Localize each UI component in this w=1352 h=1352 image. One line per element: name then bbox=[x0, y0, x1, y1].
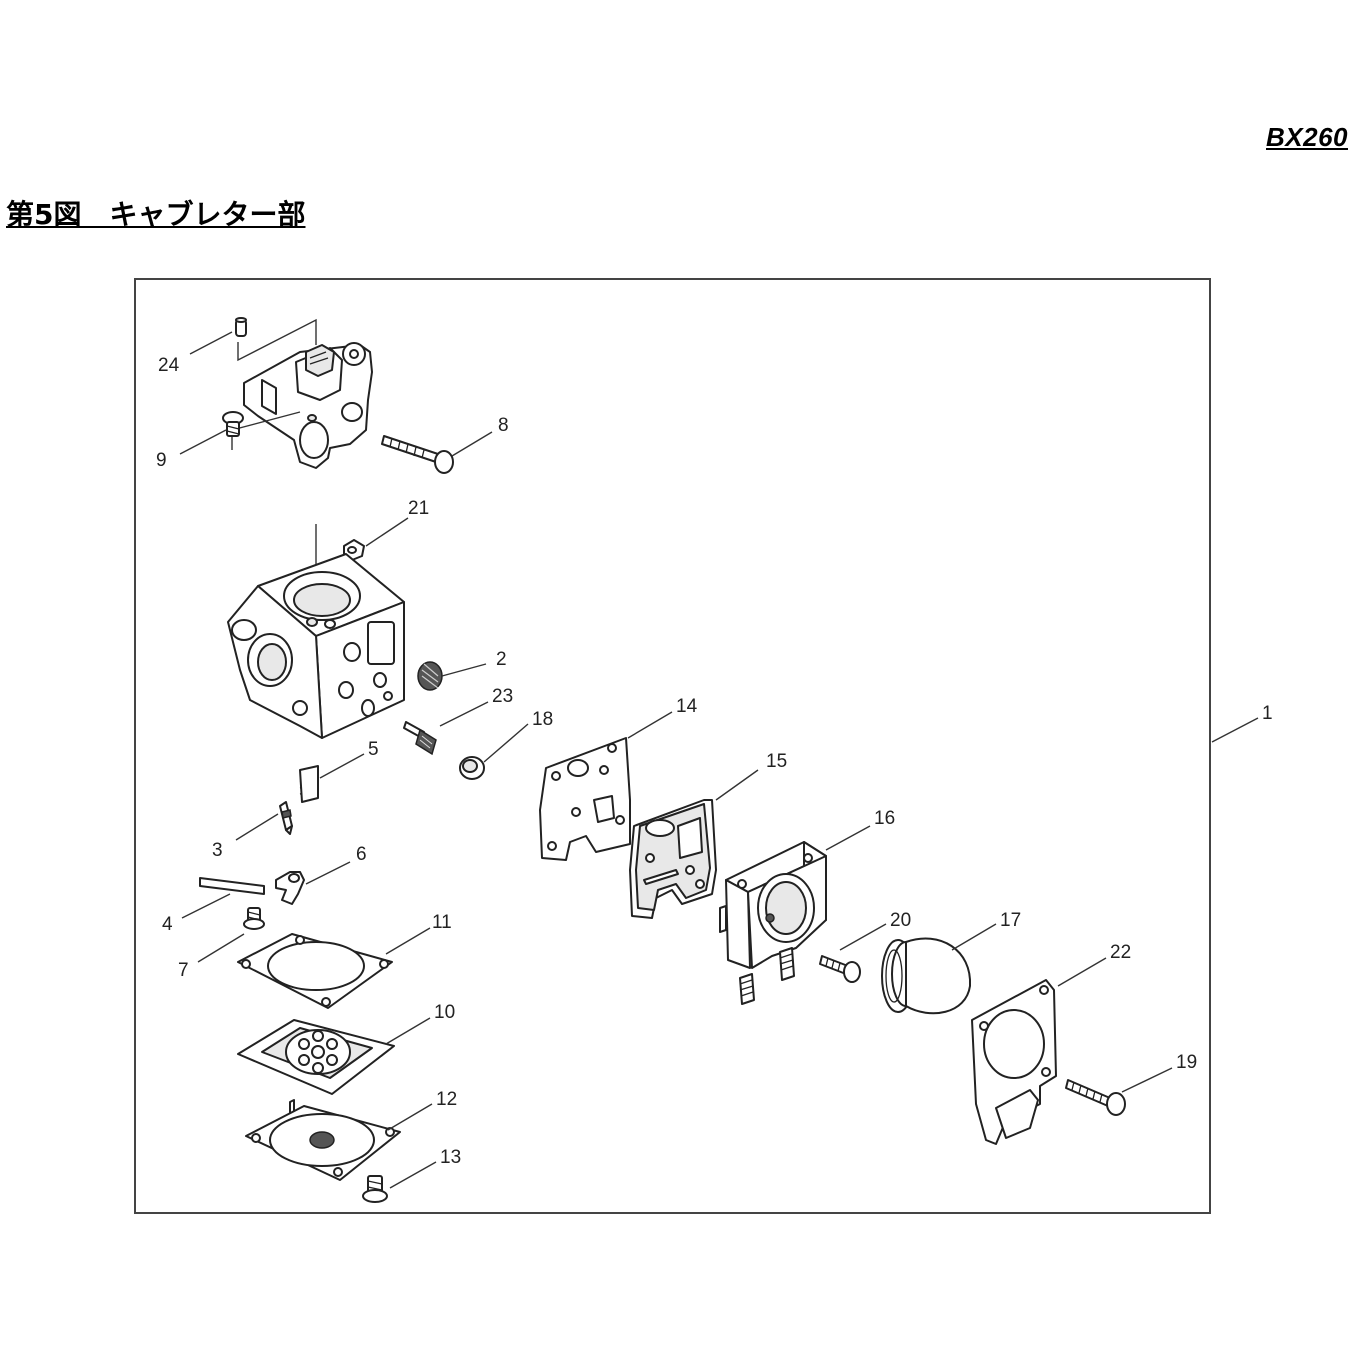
callout-20: 20 bbox=[890, 910, 911, 931]
leader-8 bbox=[451, 431, 493, 457]
figure-title: 第5図 キャブレター部 bbox=[6, 198, 306, 231]
part-24-pin bbox=[235, 317, 247, 337]
callout-24: 24 bbox=[158, 355, 180, 376]
leader-7 bbox=[197, 933, 245, 963]
part-6-lever bbox=[275, 871, 305, 905]
callout-15: 15 bbox=[766, 751, 787, 772]
part-22-retainer bbox=[971, 979, 1057, 1145]
part-11-gasket bbox=[237, 933, 393, 1009]
leader-4 bbox=[181, 893, 231, 919]
callout-4: 4 bbox=[162, 914, 173, 935]
leader-22 bbox=[1057, 957, 1107, 987]
leader-3 bbox=[235, 813, 279, 841]
leader-19 bbox=[1121, 1067, 1173, 1093]
diagram-frame bbox=[134, 278, 1211, 1214]
part-17-primer-bulb bbox=[881, 937, 972, 1015]
leader-13 bbox=[389, 1161, 437, 1189]
part-15-gasket bbox=[629, 799, 717, 919]
leader-17 bbox=[951, 923, 997, 951]
leader-2 bbox=[441, 663, 487, 677]
callout-10: 10 bbox=[434, 1002, 455, 1023]
part-14-gasket bbox=[539, 737, 631, 861]
leader-21 bbox=[365, 517, 409, 547]
leader-12 bbox=[387, 1103, 433, 1131]
callout-22: 22 bbox=[1110, 942, 1131, 963]
part-2-disk bbox=[417, 661, 443, 691]
leader-15 bbox=[715, 769, 759, 801]
part-5-spring bbox=[299, 765, 319, 803]
leader-10 bbox=[385, 1017, 431, 1045]
leader-9 bbox=[179, 429, 227, 455]
callout-19: 19 bbox=[1176, 1052, 1197, 1073]
callout-14: 14 bbox=[676, 696, 698, 717]
callout-16: 16 bbox=[874, 808, 895, 829]
leader-14 bbox=[627, 711, 673, 739]
callout-8: 8 bbox=[498, 415, 509, 436]
callout-13: 13 bbox=[440, 1147, 461, 1168]
part-7-screw bbox=[243, 907, 265, 930]
part-3-needle bbox=[279, 801, 293, 835]
callout-1: 1 bbox=[1262, 703, 1273, 724]
callout-7: 7 bbox=[178, 960, 189, 981]
callout-12: 12 bbox=[436, 1089, 457, 1110]
part-19-screw bbox=[1065, 1079, 1126, 1116]
callout-9: 9 bbox=[156, 450, 167, 471]
carburetor-body bbox=[227, 524, 405, 739]
part-18-cap bbox=[459, 756, 485, 780]
part-4-pin bbox=[199, 877, 265, 895]
leader-1 bbox=[1211, 717, 1259, 743]
part-10-diaphragm bbox=[237, 1019, 395, 1095]
callout-5: 5 bbox=[368, 739, 379, 760]
leader-24 bbox=[189, 331, 233, 355]
callout-6: 6 bbox=[356, 844, 367, 865]
model-number: BX260 bbox=[1266, 122, 1348, 152]
part-12-cover bbox=[245, 1099, 401, 1181]
callout-21: 21 bbox=[408, 498, 429, 519]
throttle-cover-assembly bbox=[231, 318, 373, 469]
leader-16 bbox=[825, 825, 871, 851]
callout-3: 3 bbox=[212, 840, 223, 861]
leader-lines bbox=[179, 331, 1259, 1189]
part-20-screw bbox=[819, 955, 861, 983]
callout-11: 11 bbox=[432, 912, 452, 933]
callout-labels: 24 9 8 21 2 23 18 14 1 5 15 3 16 6 4 11 … bbox=[156, 355, 1273, 1168]
part-9-screw bbox=[222, 411, 244, 437]
part-13-screw bbox=[362, 1175, 388, 1203]
leader-5 bbox=[319, 753, 365, 779]
leader-6 bbox=[305, 861, 351, 885]
leader-18 bbox=[483, 723, 529, 763]
callout-18: 18 bbox=[532, 709, 553, 730]
callout-17: 17 bbox=[1000, 910, 1021, 931]
leader-11 bbox=[385, 927, 431, 955]
part-16-pump-cover bbox=[719, 841, 827, 1005]
part-8-long-screw bbox=[381, 435, 454, 474]
callout-23: 23 bbox=[492, 686, 513, 707]
part-23-needle bbox=[403, 721, 437, 756]
leader-23 bbox=[439, 701, 489, 727]
leader-20 bbox=[839, 923, 887, 951]
callout-2: 2 bbox=[496, 649, 507, 670]
